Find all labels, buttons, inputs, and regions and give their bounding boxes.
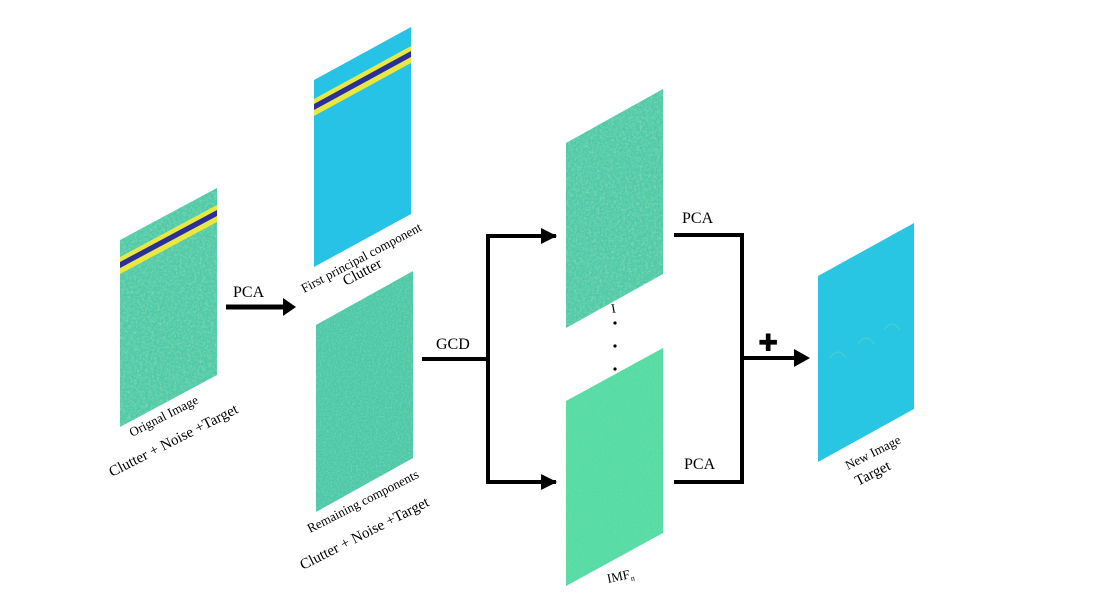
new-image-fill	[818, 223, 914, 462]
first-pc-band-dark	[314, 51, 411, 111]
ellipsis-dot-2	[613, 344, 617, 348]
sum-arrow-head	[794, 349, 810, 367]
gcd-branch	[486, 234, 556, 484]
gcd-arrow-bottom-head	[541, 474, 557, 490]
gcd-label: GCD	[436, 336, 470, 353]
pca-arrow-head	[283, 298, 296, 316]
imf-n-caption-subscript: n	[630, 573, 636, 583]
imf-top-caption: I	[610, 300, 617, 316]
imf-top-panel	[566, 89, 663, 328]
imf-n-caption-main: IMF	[606, 566, 632, 585]
ellipsis-dot-3	[613, 367, 617, 371]
remaining-components-panel	[316, 271, 413, 512]
imf-n-texture	[566, 348, 663, 586]
remaining-texture	[316, 271, 413, 512]
new-image-target-traces	[829, 323, 901, 359]
imf-n-panel	[566, 348, 663, 586]
pca-label-top: PCA	[682, 210, 714, 227]
pca-label-1: PCA	[233, 284, 265, 301]
imf-top-texture-2	[566, 89, 663, 328]
first-pc-panel	[314, 27, 411, 267]
new-image-panel	[818, 223, 914, 462]
imf-n-caption: IMFn	[606, 566, 636, 588]
plus-icon: ✚	[758, 329, 778, 357]
connectors	[226, 228, 810, 490]
original-band-dark	[120, 210, 217, 269]
imf-top-caption-group: I	[610, 300, 617, 316]
pca-merge-bracket	[674, 233, 744, 484]
gcd-arrow-top-head	[541, 228, 557, 244]
vertical-ellipsis-icon	[613, 321, 617, 371]
pca-label-bottom: PCA	[684, 456, 716, 473]
first-pc-band-bright-2	[314, 57, 411, 116]
original-image-panel	[120, 188, 217, 427]
imf-n-caption-group: IMFn	[606, 566, 636, 588]
original-band-bright-2	[120, 216, 217, 274]
ellipsis-dot-1	[613, 321, 617, 325]
